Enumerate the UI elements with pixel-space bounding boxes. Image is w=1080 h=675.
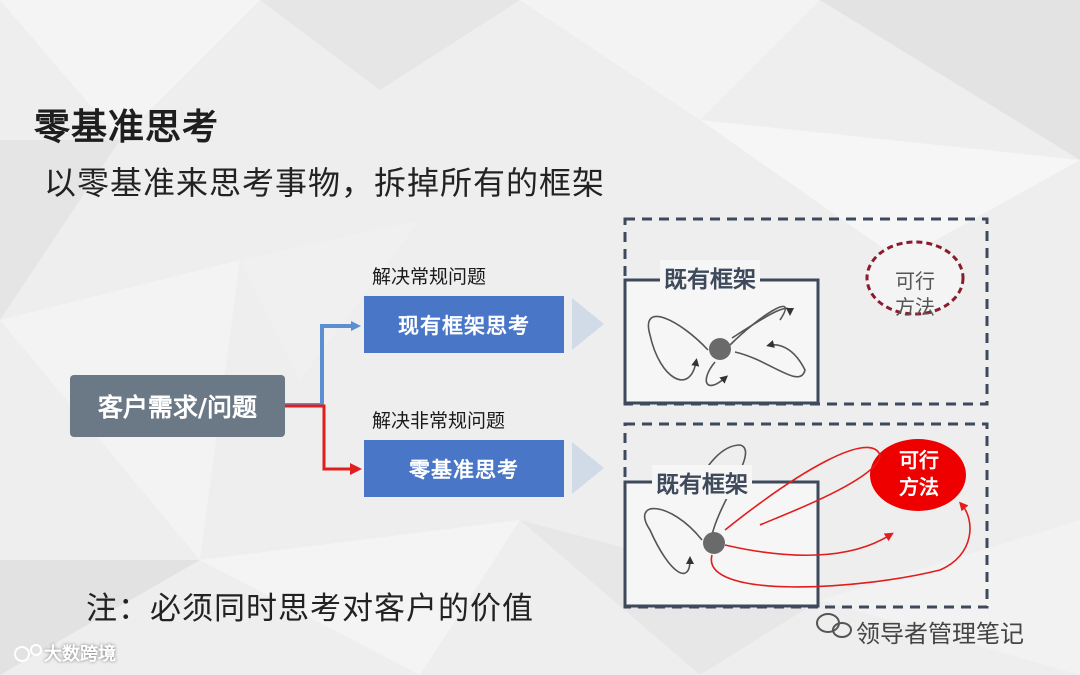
upper-frame-title: 既有框架	[660, 260, 760, 294]
lower-feasible-ellipse	[870, 439, 966, 511]
upper-center-dot	[709, 338, 731, 360]
page-subtitle: 以零基准来思考事物，拆掉所有的框架	[44, 164, 606, 202]
lower-feasible-line2: 方法	[899, 475, 939, 499]
lower-branch-label: 解决非常规问题	[372, 410, 506, 432]
wechat-icon	[816, 613, 852, 638]
upper-chevron	[572, 298, 604, 350]
existing-framework-box: 现有框架思考	[364, 296, 564, 353]
lower-frame-title: 既有框架	[652, 465, 752, 499]
upper-branch-label: 解决常规问题	[372, 266, 487, 288]
lower-chevron	[572, 442, 604, 494]
watermark-left: 大数跨境	[44, 644, 116, 665]
watermark-logo-icon	[14, 644, 42, 662]
page-title: 零基准思考	[34, 107, 220, 148]
customer-need-box: 客户需求/问题	[70, 375, 285, 437]
lower-red-paths	[710, 446, 971, 588]
branch-connectors	[285, 321, 362, 475]
lower-center-dot	[703, 532, 725, 554]
zero-based-box: 零基准思考	[364, 440, 564, 497]
lower-feasible-line1: 可行	[899, 448, 939, 472]
upper-loops	[647, 305, 806, 387]
watermark-right: 领导者管理笔记	[856, 620, 1024, 648]
note-text: 注：必须同时思考对客户的价值	[86, 591, 534, 627]
lower-loops	[643, 444, 747, 574]
upper-feasible-line2: 方法	[895, 295, 935, 319]
upper-feasible-ellipse	[865, 240, 965, 316]
lower-feasible-text: 可行 方法	[881, 447, 957, 501]
upper-feasible-text: 可行 方法	[880, 268, 950, 320]
upper-feasible-line1: 可行	[895, 269, 935, 293]
